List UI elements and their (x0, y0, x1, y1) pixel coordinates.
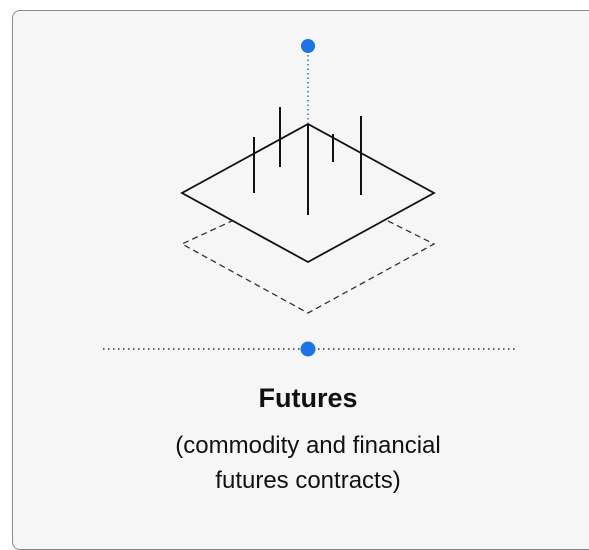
divider-marker-dot (300, 341, 316, 357)
card-subtitle: (commodity and financial futures contrac… (108, 428, 508, 498)
card-title: Futures (258, 383, 358, 413)
futures-card (12, 10, 589, 550)
dashed-lower-plane (180, 219, 436, 314)
subtitle-line-1: (commodity and financial (175, 432, 441, 459)
top-marker-dot (301, 39, 315, 53)
subtitle-line-2: futures contracts) (215, 467, 401, 494)
futures-illustration (103, 39, 515, 357)
